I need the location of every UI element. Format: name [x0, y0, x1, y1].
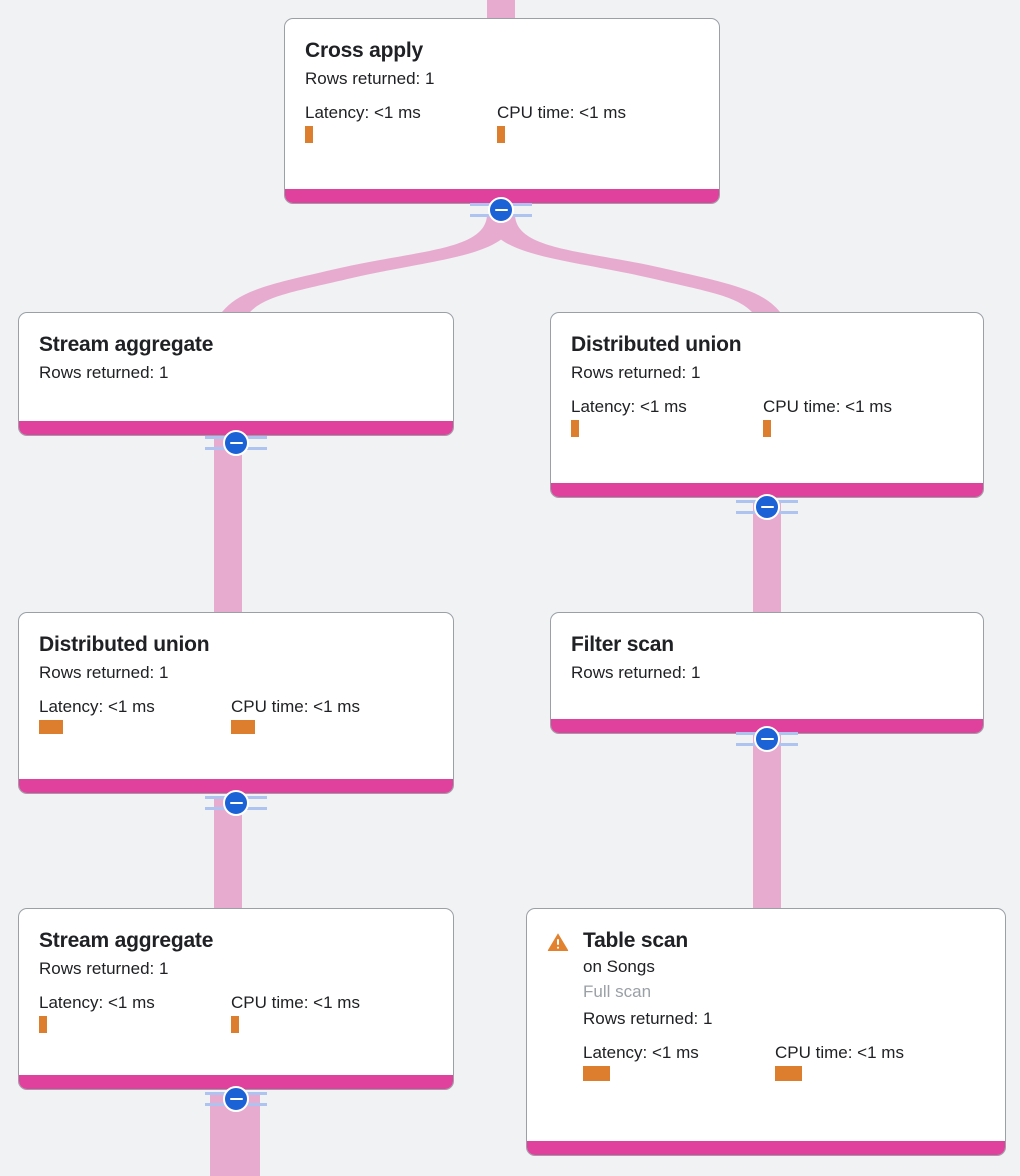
- node-title: Table scan: [583, 929, 688, 952]
- node-metrics: Latency: <1 ms CPU time: <1 ms: [305, 102, 699, 143]
- node-distributed-union-upper[interactable]: Distributed union Rows returned: 1 Laten…: [550, 312, 984, 498]
- collapse-toggle-stream-aggregate-lower[interactable]: [205, 1085, 267, 1113]
- metric-cpu-time: CPU time: <1 ms: [231, 992, 423, 1033]
- node-body: Cross apply Rows returned: 1 Latency: <1…: [285, 19, 719, 189]
- metric-latency-bar: [583, 1066, 610, 1081]
- metric-latency-bar: [39, 720, 63, 734]
- metric-cpu-time-label: CPU time: <1 ms: [497, 103, 626, 122]
- node-title: Cross apply: [305, 39, 424, 62]
- node-body: Stream aggregate Rows returned: 1 Latenc…: [19, 909, 453, 1075]
- node-rows-returned: Rows returned: 1: [583, 1009, 713, 1028]
- collapse-toggle-stream-aggregate-upper[interactable]: [205, 429, 267, 457]
- node-body: Distributed union Rows returned: 1 Laten…: [19, 613, 453, 779]
- metric-latency: Latency: <1 ms: [39, 696, 231, 734]
- node-metrics: Latency: <1 ms CPU time: <1 ms: [39, 696, 433, 734]
- node-content: Filter scan Rows returned: 1: [571, 631, 963, 709]
- node-stream-aggregate-upper[interactable]: Stream aggregate Rows returned: 1: [18, 312, 454, 436]
- node-body: Table scan on Songs Full scan Rows retur…: [527, 909, 1005, 1141]
- metric-latency-label: Latency: <1 ms: [571, 397, 687, 416]
- node-accent-footer: [19, 1075, 453, 1089]
- node-content: Distributed union Rows returned: 1 Laten…: [571, 331, 963, 473]
- metric-cpu-time-label: CPU time: <1 ms: [775, 1043, 904, 1062]
- node-subtitle: on Songs: [583, 957, 655, 976]
- node-accent-footer: [527, 1141, 1005, 1155]
- node-rows-returned: Rows returned: 1: [39, 363, 169, 382]
- metric-latency: Latency: <1 ms: [571, 396, 763, 437]
- node-accent-footer: [551, 483, 983, 497]
- metric-latency-bar: [571, 420, 579, 437]
- node-title: Distributed union: [39, 633, 210, 656]
- edge-cross-apply-to-distributed-union: [487, 214, 780, 312]
- node-accent-footer: [19, 421, 453, 435]
- node-title: Filter scan: [571, 633, 674, 656]
- node-accent-footer: [19, 779, 453, 793]
- node-metrics: Latency: <1 ms CPU time: <1 ms: [571, 396, 963, 437]
- node-rows-returned: Rows returned: 1: [305, 69, 435, 88]
- minus-icon[interactable]: [754, 494, 780, 520]
- node-title: Stream aggregate: [39, 929, 214, 952]
- node-filter-scan[interactable]: Filter scan Rows returned: 1: [550, 612, 984, 734]
- metric-cpu-time-bar: [763, 420, 771, 437]
- node-content: Table scan on Songs Full scan Rows retur…: [583, 927, 985, 1131]
- metric-latency: Latency: <1 ms: [39, 992, 231, 1033]
- node-stream-aggregate-lower[interactable]: Stream aggregate Rows returned: 1 Latenc…: [18, 908, 454, 1090]
- node-body: Distributed union Rows returned: 1 Laten…: [551, 313, 983, 483]
- node-rows-returned: Rows returned: 1: [571, 363, 701, 382]
- warning-triangle-icon: [547, 933, 569, 951]
- node-content: Cross apply Rows returned: 1 Latency: <1…: [305, 37, 699, 179]
- metric-latency: Latency: <1 ms: [305, 102, 497, 143]
- edge-cross-apply-to-stream-aggregate: [222, 214, 515, 312]
- node-title: Distributed union: [571, 333, 742, 356]
- metric-latency-label: Latency: <1 ms: [39, 697, 155, 716]
- collapse-toggle-cross-apply[interactable]: [470, 196, 532, 224]
- metric-cpu-time-bar: [497, 126, 505, 143]
- node-content: Distributed union Rows returned: 1 Laten…: [39, 631, 433, 769]
- metric-cpu-time-label: CPU time: <1 ms: [763, 397, 892, 416]
- metric-cpu-time-bar: [775, 1066, 802, 1081]
- metric-latency-bar: [305, 126, 313, 143]
- node-warning-slot: [547, 927, 583, 1131]
- node-body: Filter scan Rows returned: 1: [551, 613, 983, 719]
- node-rows-returned: Rows returned: 1: [39, 959, 169, 978]
- node-content: Stream aggregate Rows returned: 1: [39, 331, 433, 411]
- metric-latency-label: Latency: <1 ms: [305, 103, 421, 122]
- node-cross-apply[interactable]: Cross apply Rows returned: 1 Latency: <1…: [284, 18, 720, 204]
- node-content: Stream aggregate Rows returned: 1 Latenc…: [39, 927, 433, 1065]
- node-metrics: Latency: <1 ms CPU time: <1 ms: [39, 992, 433, 1033]
- node-rows-returned: Rows returned: 1: [571, 663, 701, 682]
- node-accent-footer: [285, 189, 719, 203]
- minus-icon[interactable]: [223, 790, 249, 816]
- node-table-scan[interactable]: Table scan on Songs Full scan Rows retur…: [526, 908, 1006, 1156]
- node-scan-type: Full scan: [583, 982, 652, 1001]
- collapse-toggle-distributed-union-upper[interactable]: [736, 493, 798, 521]
- metric-cpu-time-label: CPU time: <1 ms: [231, 697, 360, 716]
- node-distributed-union-lower[interactable]: Distributed union Rows returned: 1 Laten…: [18, 612, 454, 794]
- minus-icon[interactable]: [488, 197, 514, 223]
- edge-stream-aggregate-to-distributed-union: [214, 438, 242, 618]
- metric-cpu-time-label: CPU time: <1 ms: [231, 993, 360, 1012]
- metric-latency-label: Latency: <1 ms: [583, 1043, 699, 1062]
- metric-cpu-time: CPU time: <1 ms: [497, 102, 689, 143]
- metric-cpu-time: CPU time: <1 ms: [775, 1042, 967, 1081]
- edge-filter-scan-to-table-scan: [753, 734, 781, 914]
- metric-cpu-time-bar: [231, 720, 255, 734]
- edge-into-cross-apply: [487, 0, 515, 20]
- collapse-toggle-distributed-union-lower[interactable]: [205, 789, 267, 817]
- node-rows-returned: Rows returned: 1: [39, 663, 169, 682]
- metric-cpu-time: CPU time: <1 ms: [763, 396, 955, 437]
- metric-cpu-time-bar: [231, 1016, 239, 1033]
- metric-latency: Latency: <1 ms: [583, 1042, 775, 1081]
- node-body: Stream aggregate Rows returned: 1: [19, 313, 453, 421]
- minus-icon[interactable]: [754, 726, 780, 752]
- node-metrics: Latency: <1 ms CPU time: <1 ms: [583, 1042, 985, 1081]
- minus-icon[interactable]: [223, 1086, 249, 1112]
- minus-icon[interactable]: [223, 430, 249, 456]
- metric-cpu-time: CPU time: <1 ms: [231, 696, 423, 734]
- metric-latency-bar: [39, 1016, 47, 1033]
- metric-latency-label: Latency: <1 ms: [39, 993, 155, 1012]
- node-title: Stream aggregate: [39, 333, 214, 356]
- collapse-toggle-filter-scan[interactable]: [736, 725, 798, 753]
